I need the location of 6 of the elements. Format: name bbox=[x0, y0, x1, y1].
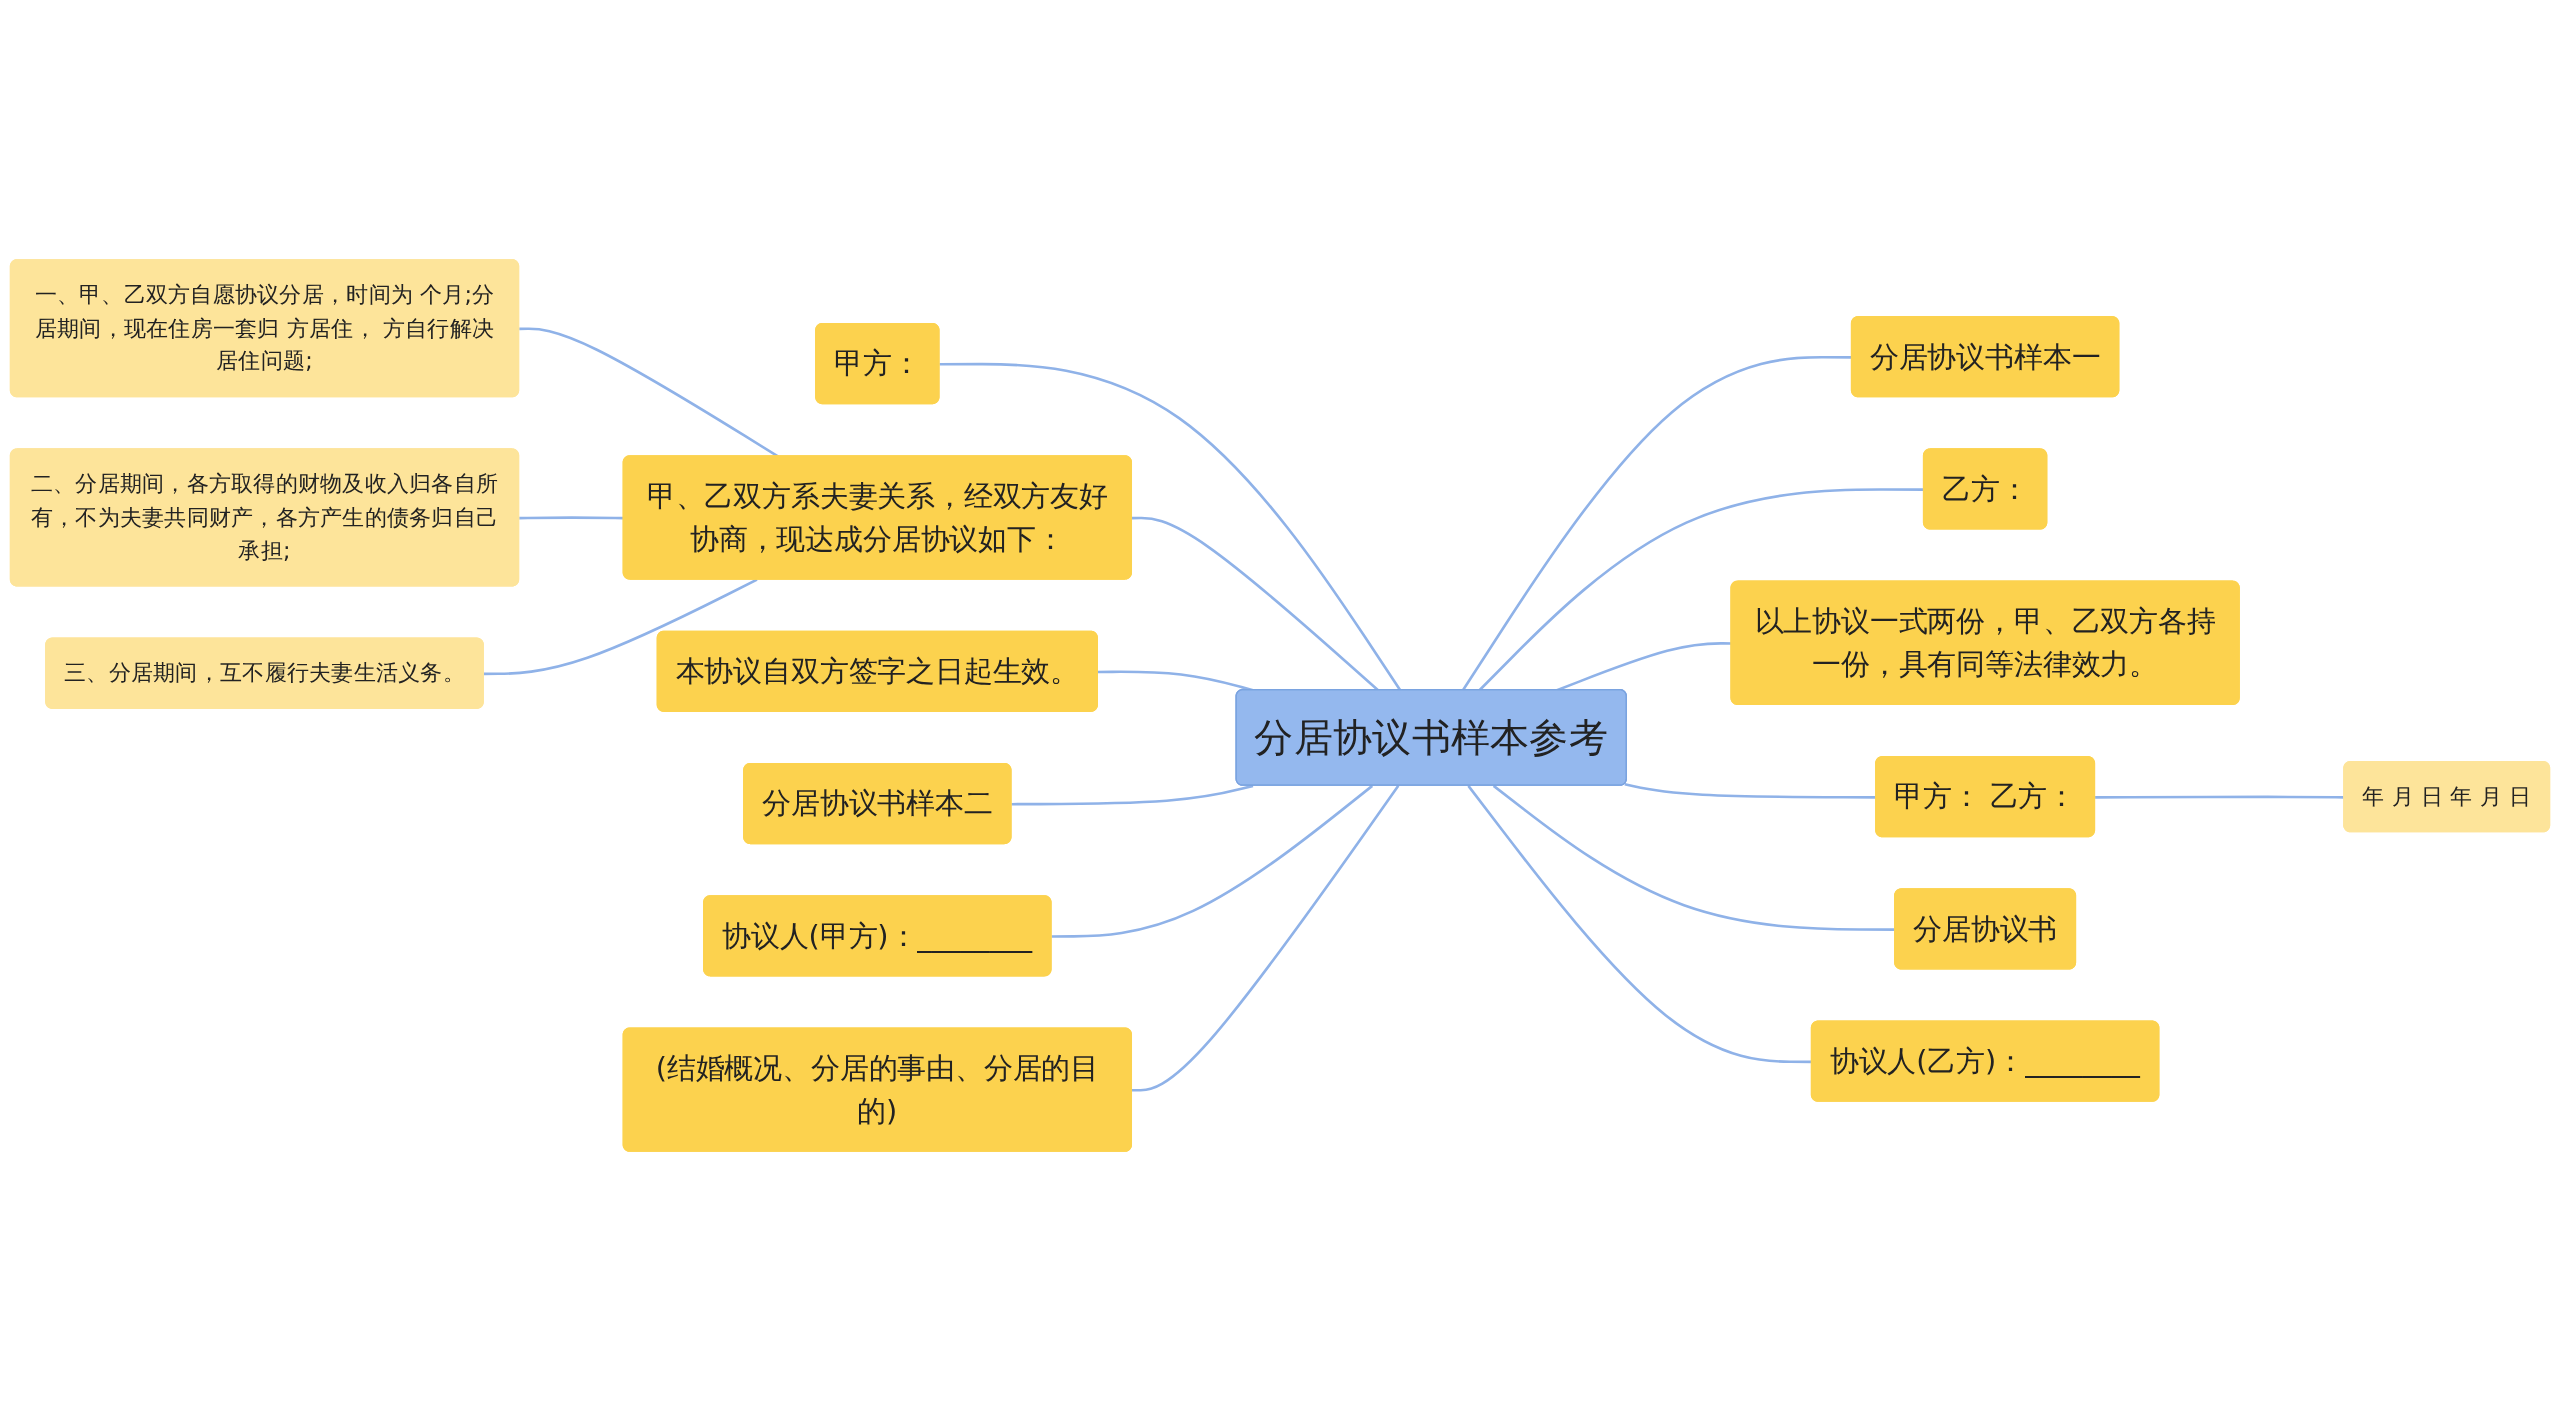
connector bbox=[1132, 785, 1400, 1092]
connector bbox=[1051, 784, 1374, 938]
connector bbox=[939, 362, 1402, 691]
connector bbox=[1011, 784, 1254, 806]
connector bbox=[519, 516, 624, 520]
connector bbox=[483, 578, 758, 676]
